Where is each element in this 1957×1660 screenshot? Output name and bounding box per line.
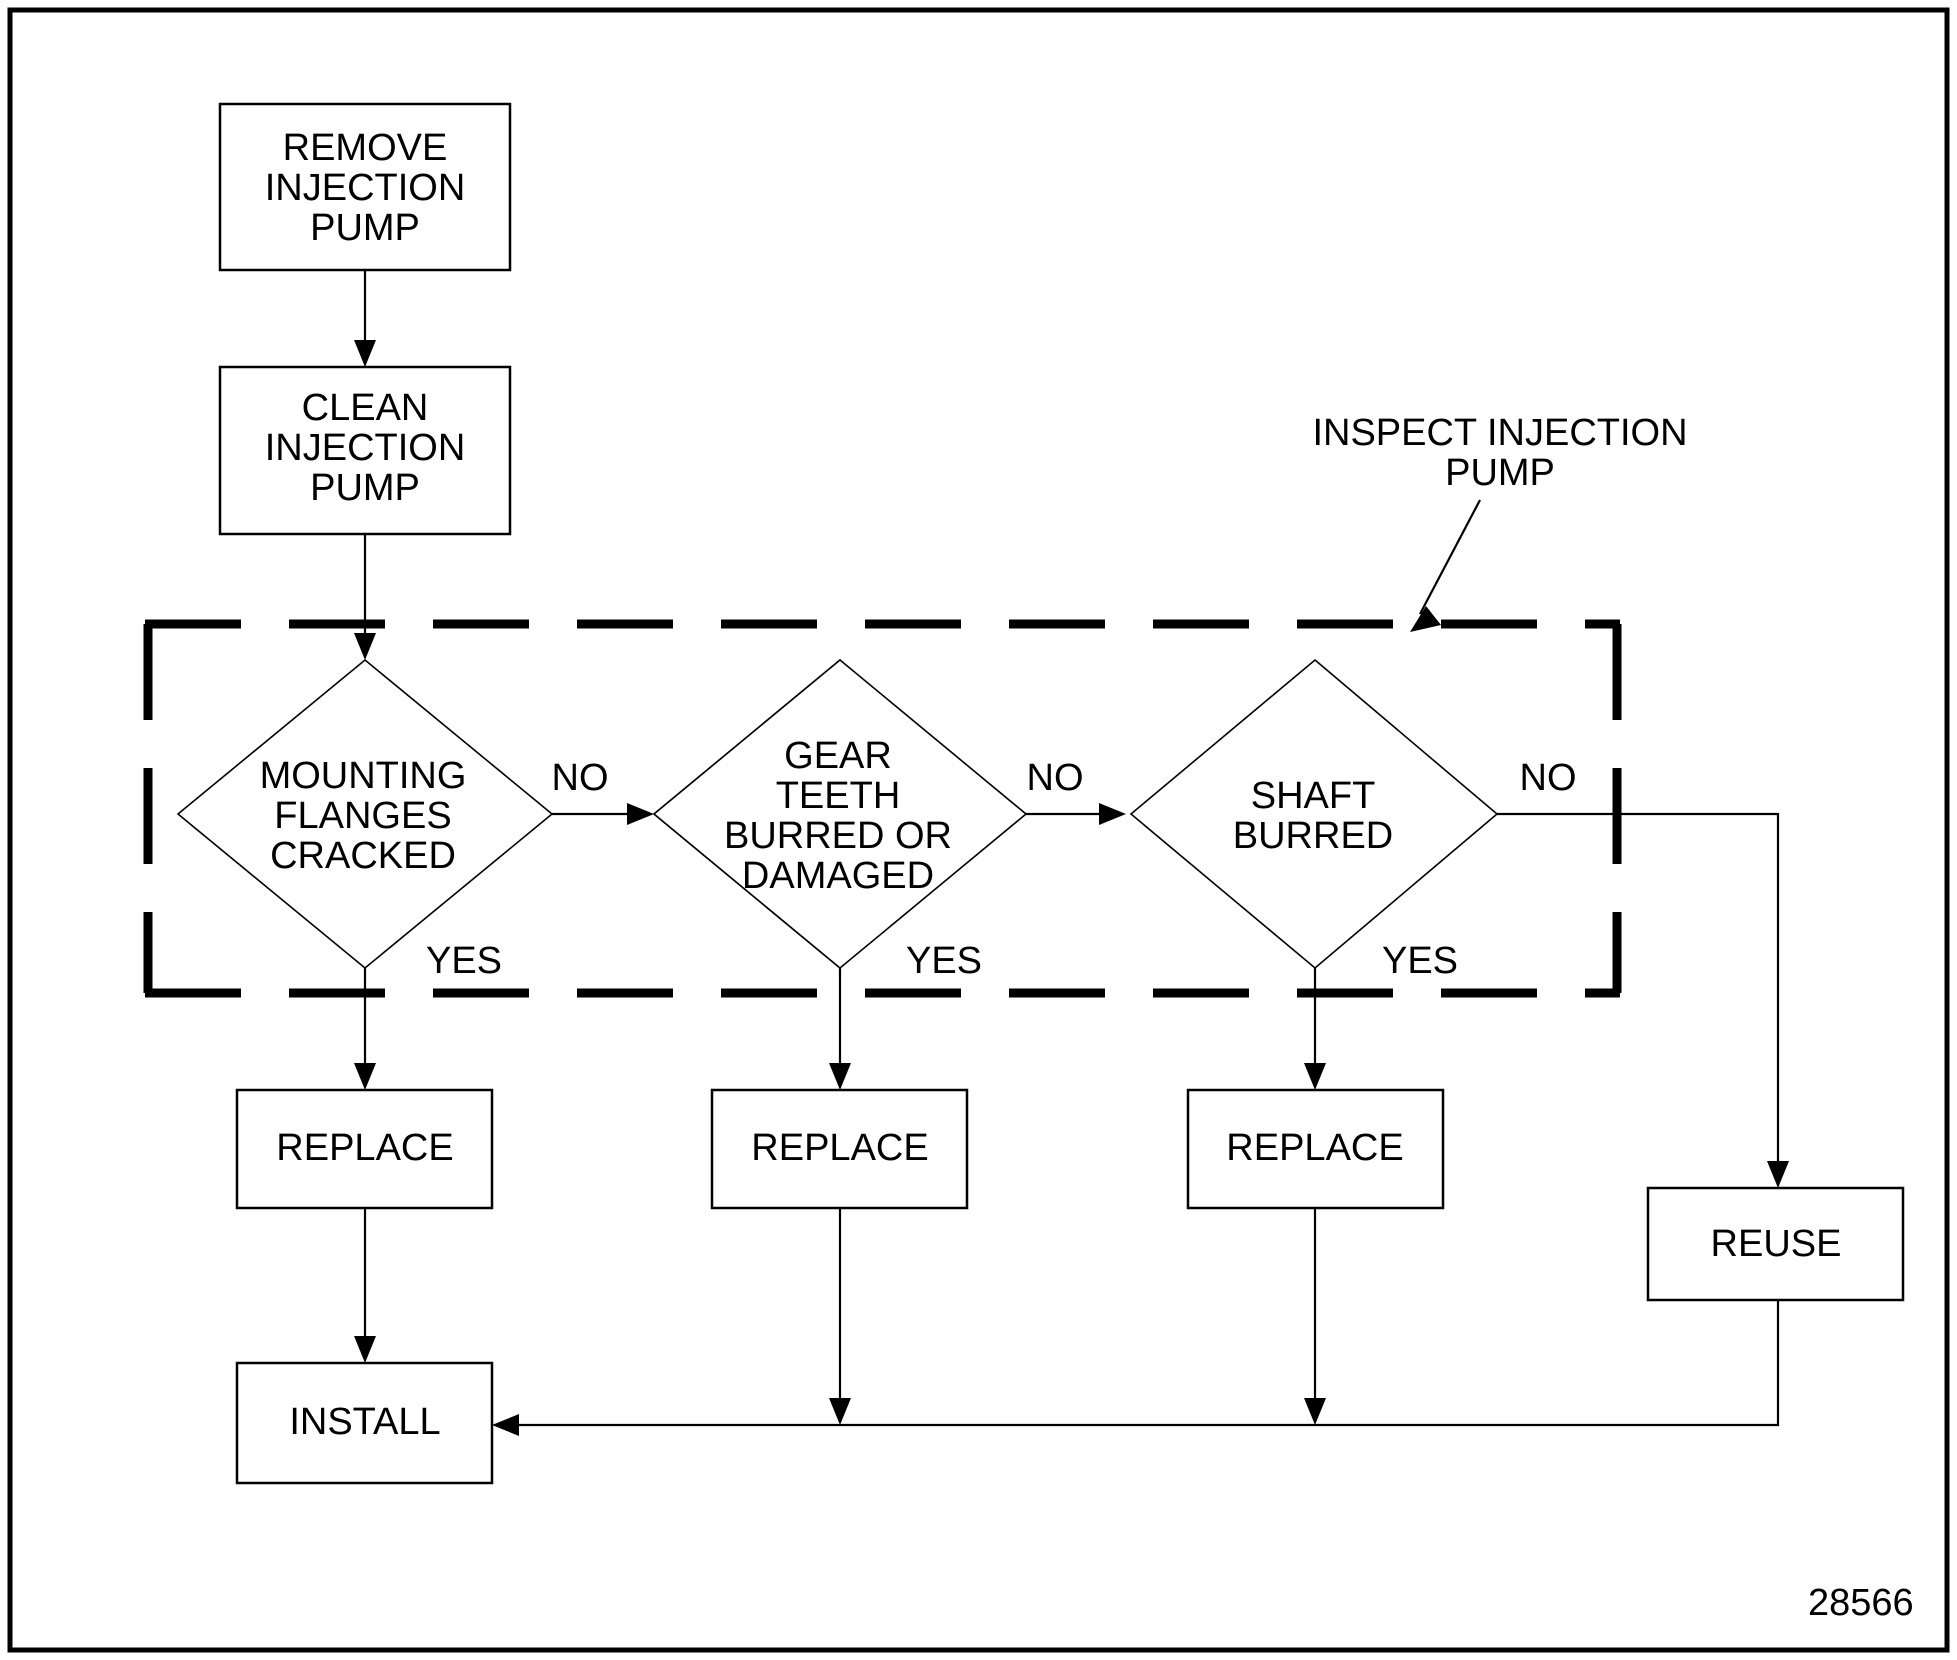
node-replace-1[interactable] <box>235 1088 494 1210</box>
edge-label-yes-2: YES <box>906 940 982 982</box>
decision-gear-line1: GEAR <box>784 735 892 777</box>
decision-gear-line4: DAMAGED <box>742 855 934 897</box>
decision-shaft-line1: SHAFT <box>1251 775 1376 817</box>
node-clean-line2: INJECTION <box>265 427 466 469</box>
decision-flanges-line2: FLANGES <box>274 795 451 837</box>
decision-mounting-flanges-cracked[interactable] <box>176 658 554 970</box>
connector-reuse-to-install <box>510 1300 1780 1427</box>
decision-flanges-line1: MOUNTING <box>260 755 467 797</box>
arrowhead-remove-to-clean <box>354 340 376 367</box>
inspect-group-leader-arrowhead <box>1410 606 1441 632</box>
arrowhead-reuse-to-install <box>492 1414 519 1436</box>
decision-gear-line2: TEETH <box>776 775 901 817</box>
node-clean-line3: PUMP <box>310 467 420 509</box>
arrowhead-clean-to-flanges <box>354 633 376 660</box>
edge-label-no-3: NO <box>1520 757 1577 799</box>
node-remove-injection-pump[interactable] <box>218 102 512 272</box>
connector-shaft-no-to-reuse <box>1497 812 1780 1170</box>
node-replace-1-label: REPLACE <box>276 1127 453 1169</box>
arrowhead-gear-no <box>1099 803 1126 825</box>
node-remove-line1: REMOVE <box>283 127 448 169</box>
edge-label-no-1: NO <box>552 757 609 799</box>
node-install-label: INSTALL <box>289 1401 440 1443</box>
node-reuse[interactable] <box>1646 1186 1905 1302</box>
decision-flanges-line3: CRACKED <box>270 835 456 877</box>
edge-label-no-2: NO <box>1027 757 1084 799</box>
node-replace-3-label: REPLACE <box>1226 1127 1403 1169</box>
arrowhead-gear-yes <box>829 1063 851 1090</box>
node-clean-line1: CLEAN <box>302 387 429 429</box>
decision-gear-line3: BURRED OR <box>724 815 952 857</box>
arrowhead-replace1-to-install <box>354 1336 376 1363</box>
edge-label-yes-1: YES <box>426 940 502 982</box>
arrowhead-replace2-to-bus <box>829 1398 851 1425</box>
inspect-group-label-line1: INSPECT INJECTION <box>1312 412 1687 454</box>
node-remove-line3: PUMP <box>310 207 420 249</box>
node-replace-3[interactable] <box>1186 1088 1445 1210</box>
decision-gear-teeth-burred-outline <box>652 658 1028 970</box>
arrowhead-shaft-yes <box>1304 1063 1326 1090</box>
inspect-group-leader-line <box>1419 499 1481 615</box>
node-install[interactable] <box>235 1361 494 1485</box>
arrowhead-shaft-no-to-reuse <box>1767 1161 1789 1188</box>
node-replace-2[interactable] <box>710 1088 969 1210</box>
inspect-group-label-line2: PUMP <box>1445 452 1555 494</box>
figure-number: 28566 <box>1808 1582 1914 1624</box>
arrowhead-flanges-no <box>627 803 654 825</box>
node-remove-line2: INJECTION <box>265 167 466 209</box>
decision-shaft-burred[interactable] <box>1129 658 1499 970</box>
decision-shaft-line2: BURRED <box>1233 815 1393 857</box>
edge-label-yes-3: YES <box>1382 940 1458 982</box>
page-border <box>7 7 1950 1653</box>
arrowhead-flanges-yes <box>354 1063 376 1090</box>
arrowhead-replace3-to-bus <box>1304 1398 1326 1425</box>
node-clean-injection-pump[interactable] <box>218 365 512 536</box>
node-replace-2-label: REPLACE <box>751 1127 928 1169</box>
node-reuse-label: REUSE <box>1711 1223 1842 1265</box>
